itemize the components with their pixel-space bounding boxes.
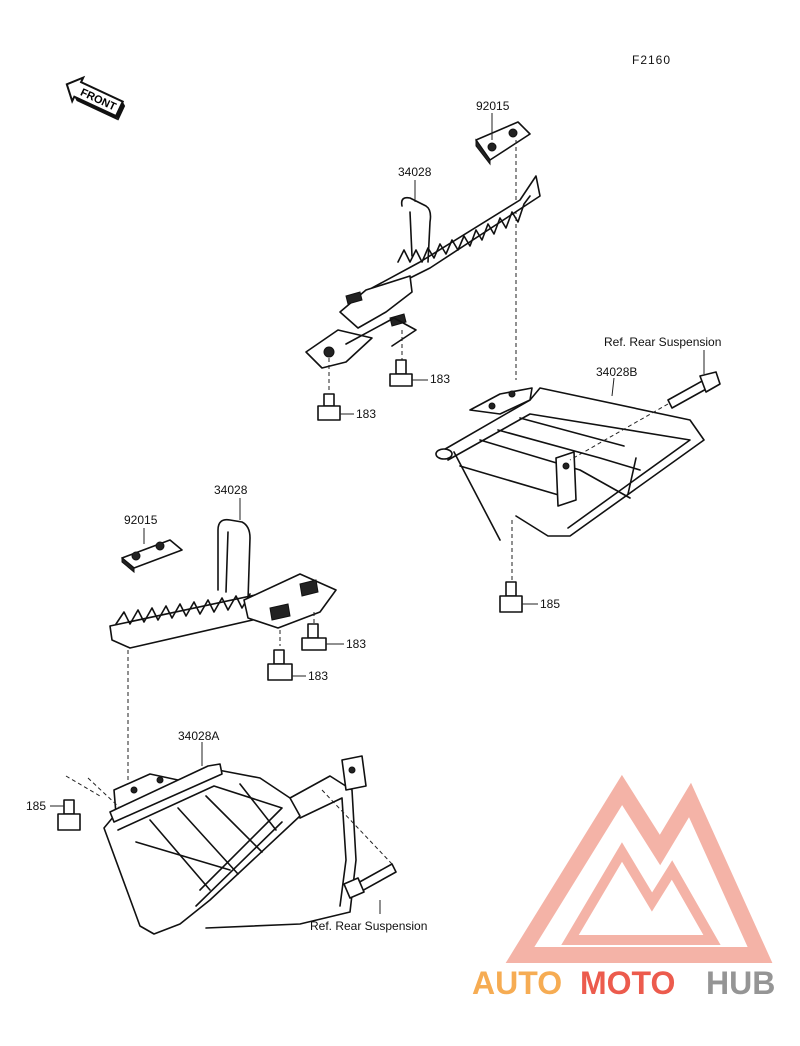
long-bolt-lower [343, 863, 397, 914]
bracket-34028A [103, 755, 367, 935]
label-183-lower-b: 183 [308, 669, 328, 683]
label-34028A: 34028A [178, 729, 219, 743]
bolt-183-lower-a [301, 623, 344, 651]
label-ref-rear-suspension-upper: Ref. Rear Suspension [604, 335, 721, 349]
front-arrow-icon: FRONT [65, 75, 126, 121]
label-185-left: 185 [26, 799, 46, 813]
long-bolt-upper [569, 350, 721, 461]
bolt-183-upper-b [317, 393, 354, 421]
bolt-185-right [499, 581, 538, 613]
label-183-upper-a: 183 [430, 372, 450, 386]
bracket-34028B [435, 387, 705, 541]
label-185-right: 185 [540, 597, 560, 611]
watermark-part3: HUB [706, 965, 775, 1001]
bolt-183-upper-a [389, 359, 428, 387]
label-34028-upper: 34028 [398, 165, 432, 179]
bolt-185-left [50, 799, 81, 831]
pad-92015-lower [121, 539, 183, 574]
label-92015-lower: 92015 [124, 513, 158, 527]
watermark-text: AUTO MOTO HUB [472, 965, 775, 1001]
footrest-step-lower [109, 518, 337, 649]
label-92015-upper: 92015 [476, 99, 510, 113]
watermark-part1: AUTO [472, 965, 562, 1001]
bolt-183-lower-b [267, 649, 306, 681]
label-ref-rear-suspension-lower: Ref. Rear Suspension [310, 919, 427, 933]
label-34028-lower: 34028 [214, 483, 248, 497]
watermark-part2: MOTO [580, 965, 675, 1001]
footrest-step-upper [305, 175, 541, 369]
pad-92015-upper [475, 121, 531, 166]
watermark-logo [505, 774, 773, 963]
label-183-lower-a: 183 [346, 637, 366, 651]
label-34028B: 34028B [596, 365, 637, 379]
figure-code: F2160 [632, 53, 671, 67]
label-183-upper-b: 183 [356, 407, 376, 421]
